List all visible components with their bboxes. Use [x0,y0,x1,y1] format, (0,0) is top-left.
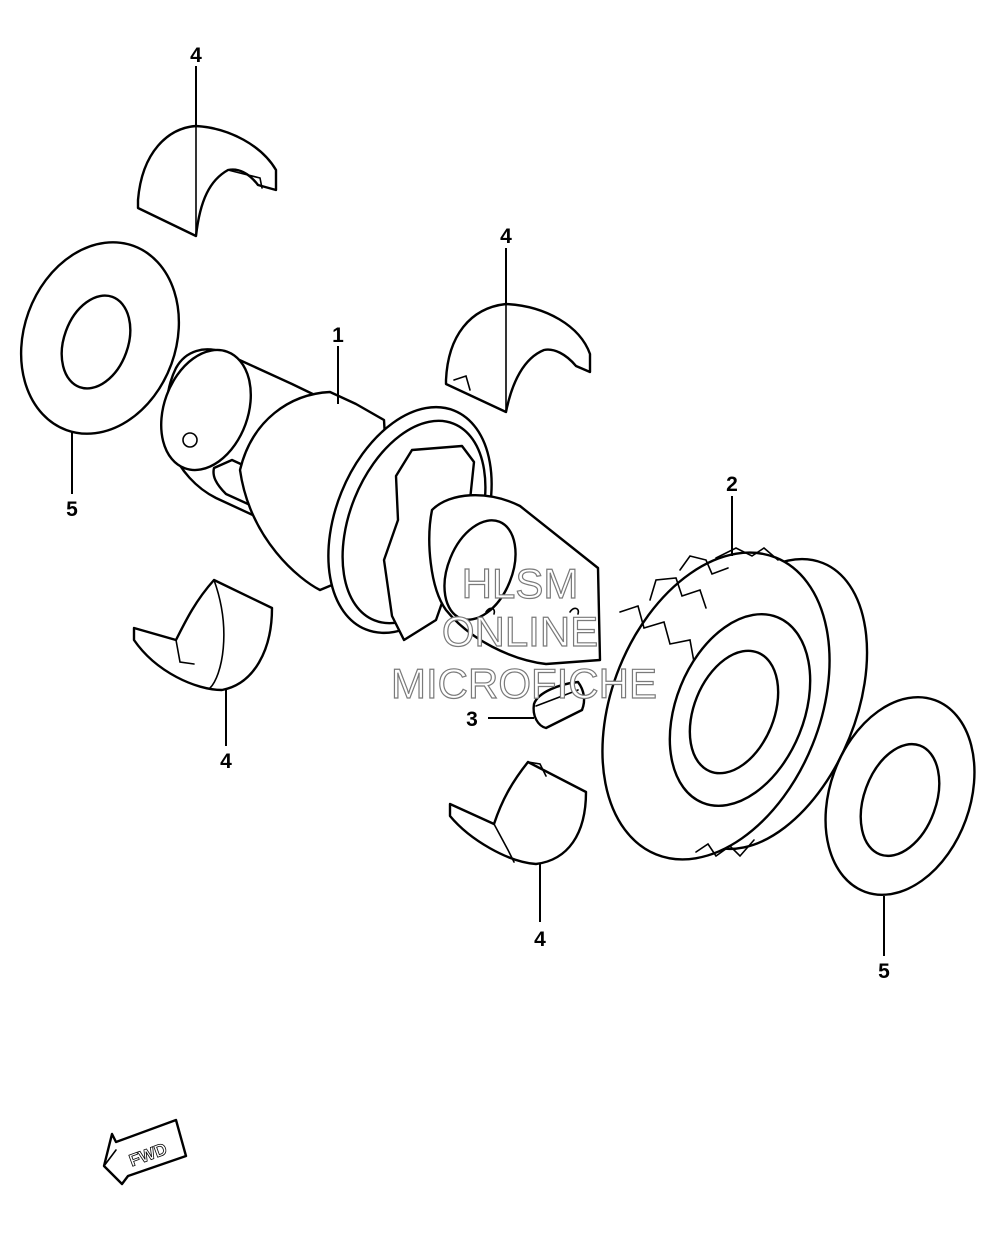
callout-key: 3 [466,708,478,731]
bevel-gear [601,546,869,861]
watermark-line-2: ONLINE [442,608,598,655]
callout-gear: 2 [726,473,738,496]
callout-bearing-bottom-right: 4 [534,928,546,951]
callout-bearing-bottom-left: 4 [220,750,232,773]
callout-washer-right: 5 [878,960,890,983]
watermark: HLSM ONLINE MICROFICHE [390,559,657,707]
forward-arrow-icon: FWD [102,1118,188,1186]
callout-washer-left: 5 [66,498,78,521]
output-shaft [159,348,602,666]
watermark-line-1: HLSM [462,560,579,607]
bearing-half-top-right [444,302,592,414]
callout-labels: 4 4 1 5 2 3 4 4 5 [66,44,890,983]
bearing-half-bottom-right [448,760,588,866]
callout-bearing-top-left: 4 [190,44,202,67]
woodruff-key [532,680,586,730]
leader-lines [71,66,885,956]
thrust-washer-left [19,241,181,435]
bearing-half-bottom-left [132,578,274,692]
watermark-line-3: MICROFICHE [391,660,657,707]
thrust-washer-right [824,696,976,896]
callout-bearing-top-right: 4 [500,225,512,248]
bearing-half-top-left [136,124,278,238]
callout-shaft: 1 [332,324,344,347]
